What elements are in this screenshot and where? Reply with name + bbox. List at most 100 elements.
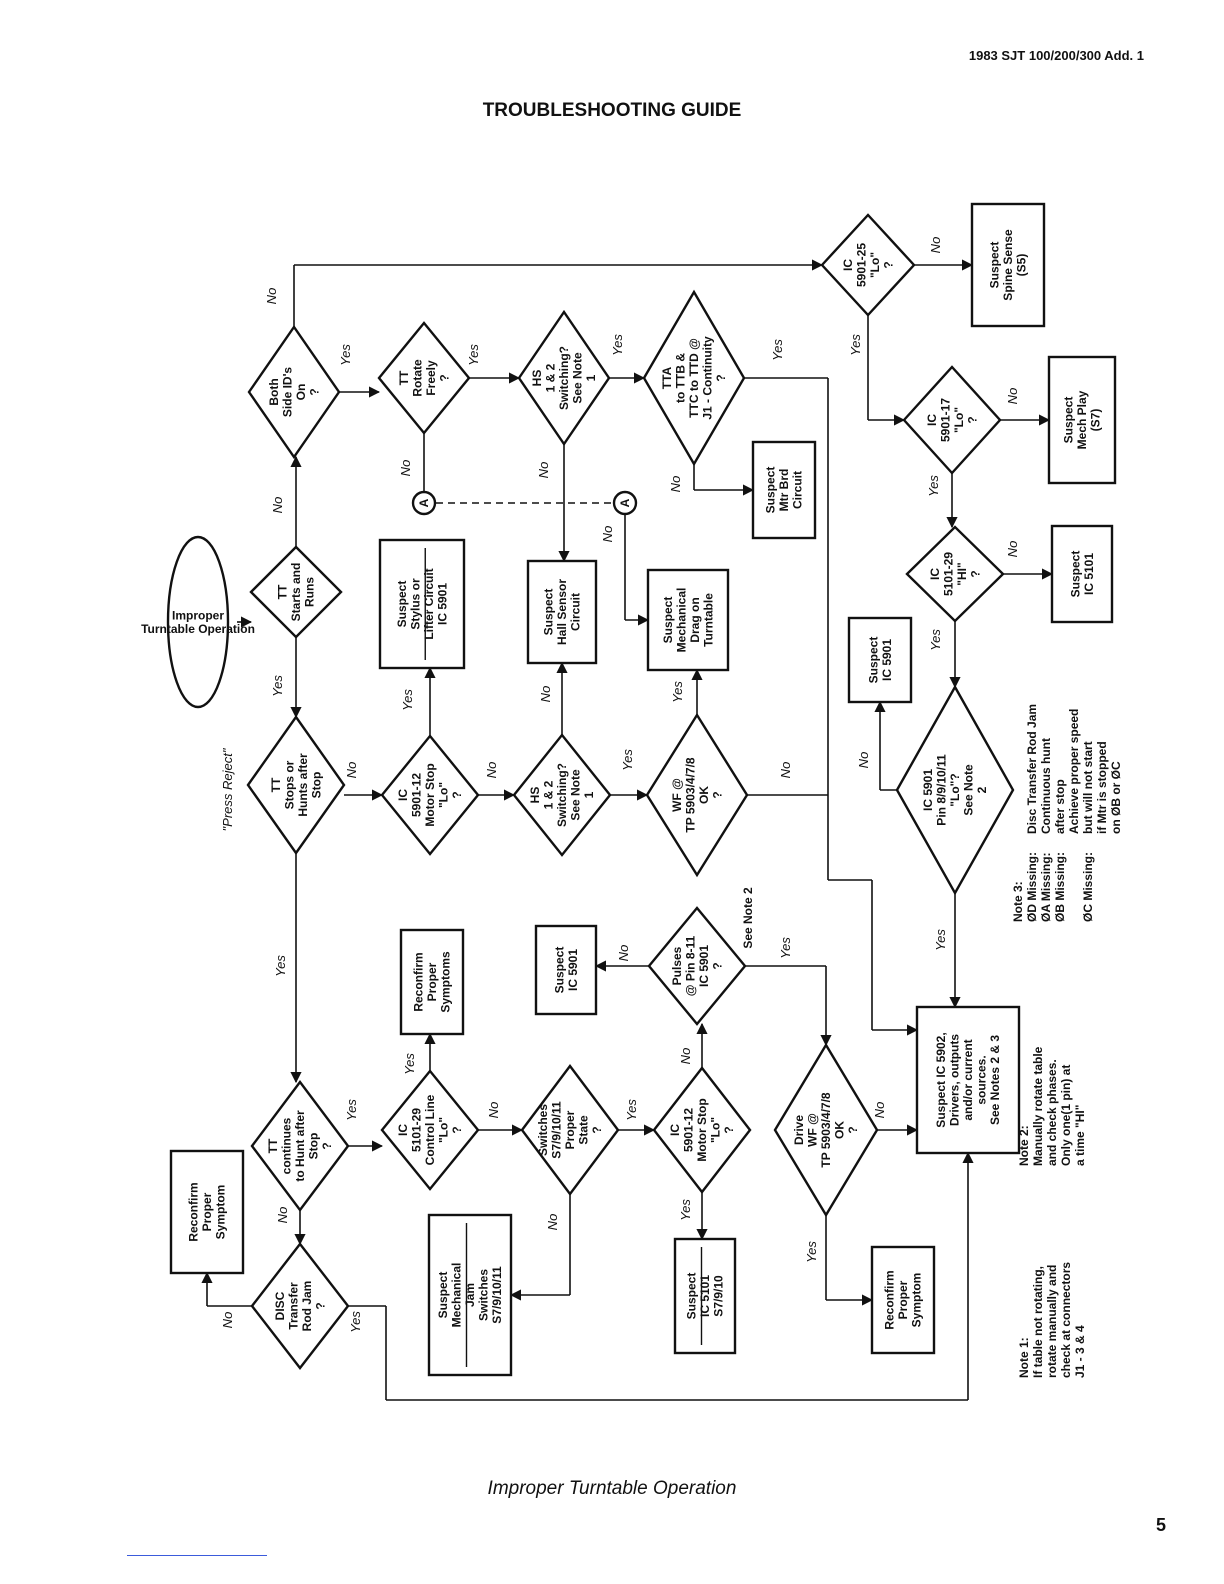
node-b_mech_play-line-1: Mech Play	[1075, 390, 1089, 449]
node-d_drive-line-1: WF @	[806, 1113, 820, 1147]
edge-label-yes-37: Yes	[804, 1241, 819, 1263]
edge-label-no-17: No	[856, 752, 871, 769]
note-3-phase-1: ØA Missing:	[1039, 852, 1053, 922]
node-d_side-line-3: ?	[307, 388, 321, 395]
edge-label-no-34: No	[616, 945, 631, 962]
node-b_hall-line-0: Suspect	[542, 589, 556, 636]
node-d_tta-line-1: to TTB &	[674, 353, 688, 403]
edge-label-no-2: No	[264, 288, 279, 305]
node-d_drive-line-4: ?	[846, 1126, 860, 1133]
node-d_29hi-line-3: ?	[968, 570, 982, 577]
node-d_side-line-1: Side ID's	[280, 367, 294, 418]
note-3-title: Note 3:	[1011, 881, 1025, 922]
note-1-line-4: J1 - 3 & 4	[1073, 1325, 1087, 1378]
node-d_12b-line-1: 5901-12	[682, 1108, 696, 1152]
note-3-effect-2: after stop	[1053, 779, 1067, 834]
note-3-effect-3: Achieve proper speed	[1067, 709, 1081, 834]
node-d_wf-line-0: WF @	[670, 778, 684, 812]
node-b_stylus-line-3: IC 5901	[435, 583, 449, 625]
node-d_pin-line-0: IC 5901	[921, 769, 935, 811]
node-d_disc-line-3: ?	[313, 1302, 327, 1309]
node-d_cont-line-1: continues	[280, 1117, 294, 1174]
node-d_29hi-line-1: 5101-29	[941, 552, 955, 596]
node-d_12b-line-4: ?	[722, 1126, 736, 1133]
edge-label-no-39: No	[220, 1312, 235, 1329]
node-d_cont-line-3: Stop	[307, 1133, 321, 1160]
node-d_hs2-line-2: Switching?	[555, 763, 569, 827]
edge-label-yes-8: Yes	[610, 334, 625, 356]
edge-label-no-29: No	[486, 1102, 501, 1119]
note-3-effect-0: Disc Transfer Rod Jam	[1025, 704, 1039, 834]
node-d_drive-line-3: OK	[833, 1121, 847, 1139]
node-b_5101_l-line-0: Suspect	[685, 1273, 699, 1320]
edge-label-yes-26: Yes	[273, 955, 288, 977]
edge-label-no-12: No	[600, 526, 615, 543]
edge-label-no-38: No	[275, 1207, 290, 1224]
node-d_12a-line-2: Motor Stop	[423, 763, 437, 826]
edge-label-no-4: No	[928, 237, 943, 254]
node-d_cont-line-0: TT	[266, 1138, 280, 1153]
edge-label-no-30: No	[545, 1214, 560, 1231]
node-conn_a2: A	[612, 490, 638, 516]
note-3-effect-4: but will not start	[1081, 741, 1095, 834]
node-d_pulses-line-0: Pulses	[670, 946, 684, 985]
note-3-effect-5: if Mtr is stopped	[1095, 741, 1109, 834]
edge-label-no-21: No	[484, 762, 499, 779]
node-d_pin-line-4: 2	[975, 786, 989, 793]
edge-label-yes-1: Yes	[270, 675, 285, 697]
node-d_hs2-line-1: 1 & 2	[542, 780, 556, 809]
footer-rule	[127, 1555, 267, 1556]
node-b_hall-line-1: Hall Sensor	[555, 579, 569, 645]
node-d_29hi-line-0: IC	[928, 568, 942, 580]
node-b_reconf_b-line-0: Reconfirm	[883, 1270, 897, 1329]
node-b_5101_l-line-1: IC 5101	[698, 1275, 712, 1317]
node-d_starts-line-1: Starts and	[289, 563, 303, 622]
edge-label-yes-40: Yes	[348, 1311, 363, 1333]
node-d_cont-line-4: ?	[320, 1142, 334, 1149]
node-b_5901_top-line-0: Suspect	[866, 637, 880, 684]
edge-label-yes-27: Yes	[344, 1099, 359, 1121]
edge-label-no-36: No	[872, 1102, 887, 1119]
node-conn_a1-line-0: A	[417, 498, 431, 507]
node-b_5901_top-line-1: IC 5901	[880, 639, 894, 681]
node-d_disc-line-1: Transfer	[286, 1282, 300, 1330]
node-d_tta-line-3: J1 - Continuity	[701, 336, 715, 420]
node-b_reconf_syms-line-2: Symptoms	[439, 951, 453, 1013]
edge-label-yes-3: Yes	[338, 344, 353, 366]
edge-label-no-11: No	[668, 476, 683, 493]
note-3-phase-2: ØB Missing:	[1053, 852, 1067, 922]
node-d_25-line-3: ?	[881, 261, 895, 268]
node-d_17-line-1: 5901-17	[938, 398, 952, 442]
node-d_12b-line-3: "Lo"	[709, 1117, 723, 1143]
node-d_pin-line-3: See Note	[962, 764, 976, 816]
node-d_hs2-line-4: 1	[582, 791, 596, 798]
node-d_hs1-line-3: See Note	[571, 352, 585, 404]
node-b_stylus-line-2: Lifter Circuit	[422, 568, 436, 639]
document-id: 1983 SJT 100/200/300 Add. 1	[968, 48, 1144, 63]
node-d_cont-line-2: to Hunt after	[293, 1110, 307, 1182]
see-note-2-label: See Note 2	[741, 887, 755, 949]
node-d_12b-line-2: Motor Stop	[695, 1098, 709, 1161]
node-d_pulses-line-1: @ Pin 8-11	[683, 935, 697, 996]
node-b_stylus-line-0: Suspect	[395, 581, 409, 628]
node-d_wf-line-1: TP 5903/4/7/8	[683, 757, 697, 832]
node-b_5901_mid-line-1: IC 5901	[566, 949, 580, 991]
node-d_hs1-line-0: HS	[530, 370, 544, 387]
note-2-line-4: a time "HI"	[1073, 1105, 1087, 1166]
